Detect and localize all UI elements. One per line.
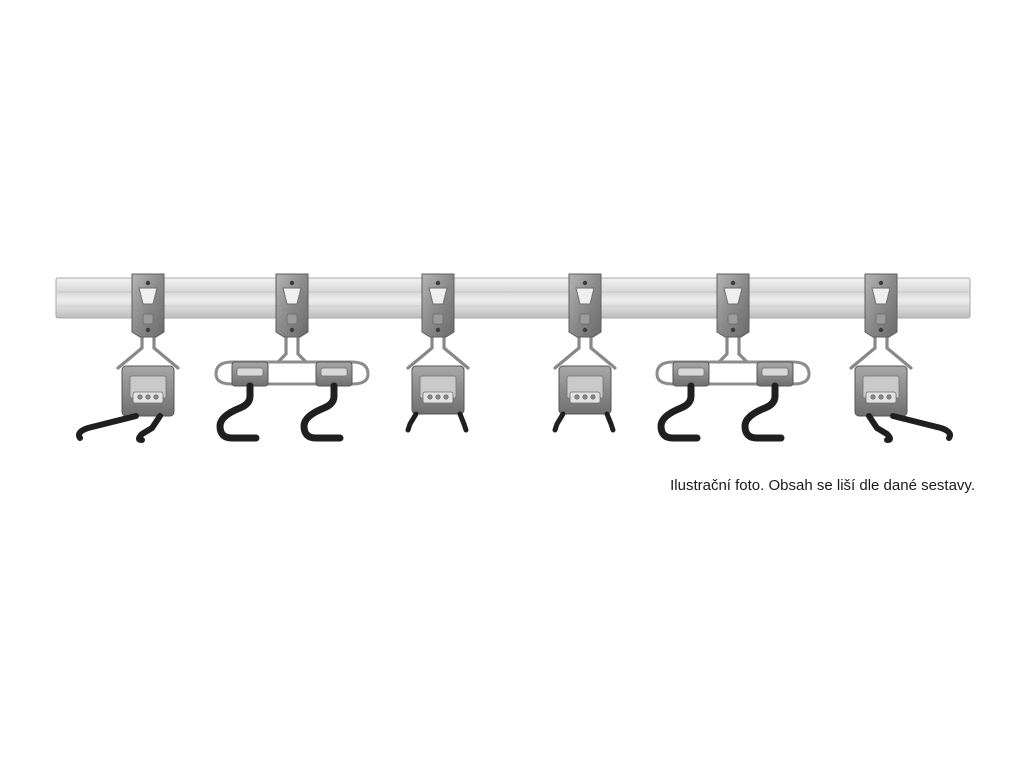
angled-double-hook — [849, 335, 953, 443]
mount-bracket — [716, 273, 750, 338]
wire-arms — [553, 335, 617, 370]
hook-plate — [411, 365, 465, 415]
straight-double-hook — [405, 335, 470, 433]
wire-arms — [849, 335, 913, 370]
mount-bracket — [131, 273, 165, 338]
hook-plate — [121, 365, 175, 417]
wire-arms — [406, 335, 470, 370]
hook-plate — [558, 365, 612, 415]
wide-s-hook — [655, 335, 811, 442]
hook-plate — [854, 365, 908, 417]
angled-double-hook — [76, 335, 180, 443]
straight-double-hook — [552, 335, 617, 433]
mount-bracket — [421, 273, 455, 338]
wire-arms — [116, 335, 180, 370]
mount-bracket — [864, 273, 898, 338]
caption-text: Ilustrační foto. Obsah se liší dle dané … — [670, 477, 975, 494]
mount-bracket — [568, 273, 602, 338]
wall-rail — [55, 277, 971, 319]
mount-bracket — [275, 273, 309, 338]
wide-s-hook — [214, 335, 370, 442]
